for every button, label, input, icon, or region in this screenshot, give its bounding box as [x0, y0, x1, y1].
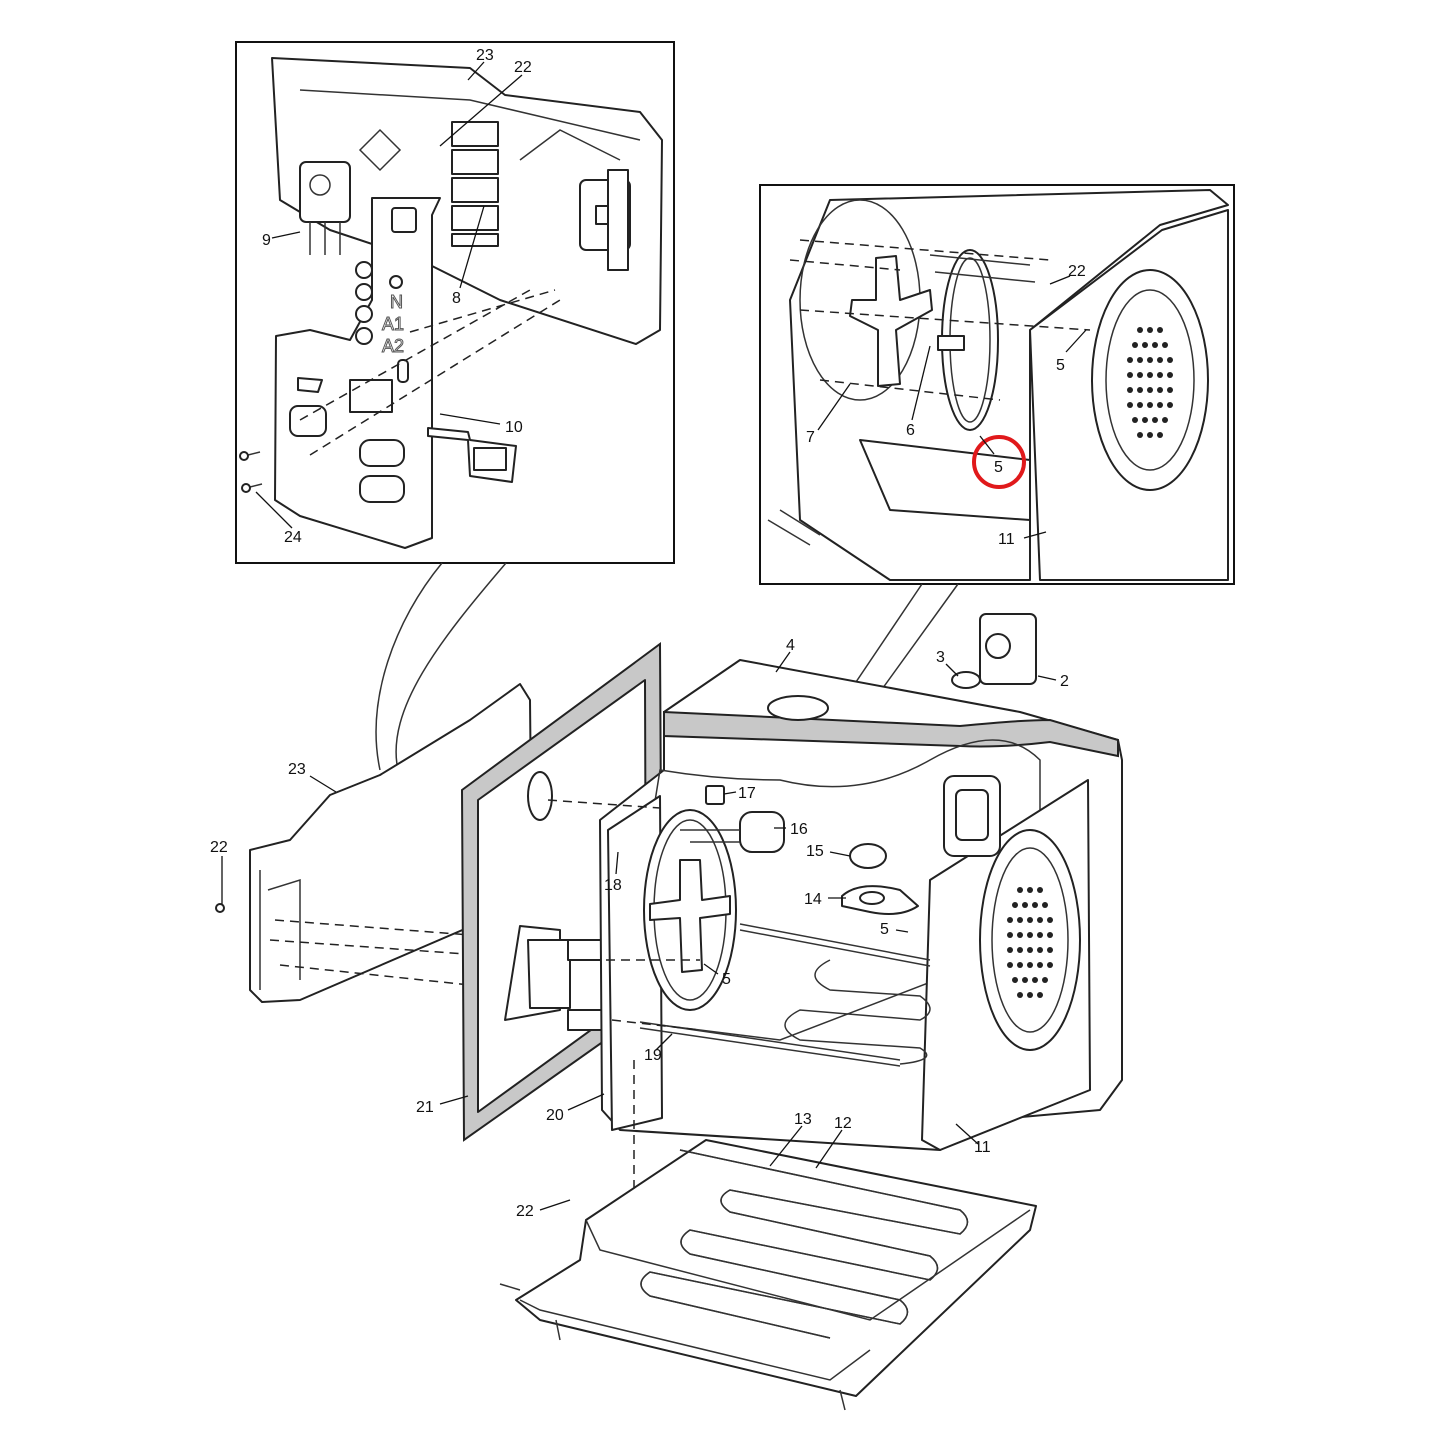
- callout-3: 3: [936, 649, 945, 666]
- callout-20: 20: [546, 1107, 564, 1124]
- callout-22-right-inset: 22: [1068, 263, 1086, 280]
- callout-22-main: 22: [210, 839, 228, 856]
- callout-24: 24: [284, 529, 302, 546]
- callout-15: 15: [806, 843, 824, 860]
- fan-grille-main: [1007, 887, 1053, 998]
- callout-6: 6: [906, 422, 915, 439]
- callout-4: 4: [786, 637, 795, 654]
- embossed-terminal-labels: N A1 A2: [382, 292, 405, 357]
- callout-22-bottom: 22: [516, 1203, 534, 1220]
- bubble-left: [375, 562, 507, 771]
- callout-9: 9: [262, 232, 271, 249]
- relay-block: [451, 121, 499, 247]
- callout-23-main: 23: [288, 761, 306, 778]
- callout-17: 17: [738, 785, 756, 802]
- light-assembly: [943, 613, 1037, 857]
- callout-5-main-a: 5: [880, 921, 889, 938]
- callout-5-main-b: 5: [722, 971, 731, 988]
- callout-23-inset: 23: [476, 47, 494, 64]
- callout-16: 16: [790, 821, 808, 838]
- fan-motor-small: [299, 128, 402, 255]
- callout-10: 10: [505, 419, 523, 436]
- callout-21: 21: [416, 1099, 434, 1116]
- fan-blade: [849, 255, 933, 387]
- callout-11-inset: 11: [998, 531, 1015, 548]
- callout-labels: 23 22 9 8 10 24 22 5 7 6 5 11 4 3 2 23 2…: [210, 47, 1086, 1220]
- fan-grille-right: [1127, 327, 1173, 438]
- callout-19: 19: [644, 1047, 662, 1064]
- callout-13: 13: [794, 1111, 812, 1128]
- bottom-tray: [515, 1139, 1037, 1397]
- inset-control-panel: N A1 A2: [235, 41, 675, 564]
- highlight-circle: [972, 435, 1026, 489]
- back-panel: [249, 683, 533, 1003]
- terminal-label-n: N: [390, 292, 403, 312]
- callout-2: 2: [1060, 673, 1069, 690]
- terminal-label-a2: A2: [382, 336, 404, 356]
- bottom-element: [640, 1149, 969, 1339]
- inset-fan-element: [759, 184, 1235, 585]
- leader-lines: [221, 61, 1087, 1211]
- callout-8: 8: [452, 290, 461, 307]
- callout-5-right-inset: 5: [1056, 357, 1065, 374]
- callout-5-highlighted: 5: [994, 459, 1003, 476]
- callout-22-inset: 22: [514, 59, 532, 76]
- callout-14: 14: [804, 891, 822, 908]
- callout-11-main: 11: [974, 1139, 991, 1156]
- terminal-label-a1: A1: [382, 314, 404, 334]
- callout-18: 18: [604, 877, 622, 894]
- callout-7: 7: [806, 429, 815, 446]
- callout-12: 12: [834, 1115, 852, 1132]
